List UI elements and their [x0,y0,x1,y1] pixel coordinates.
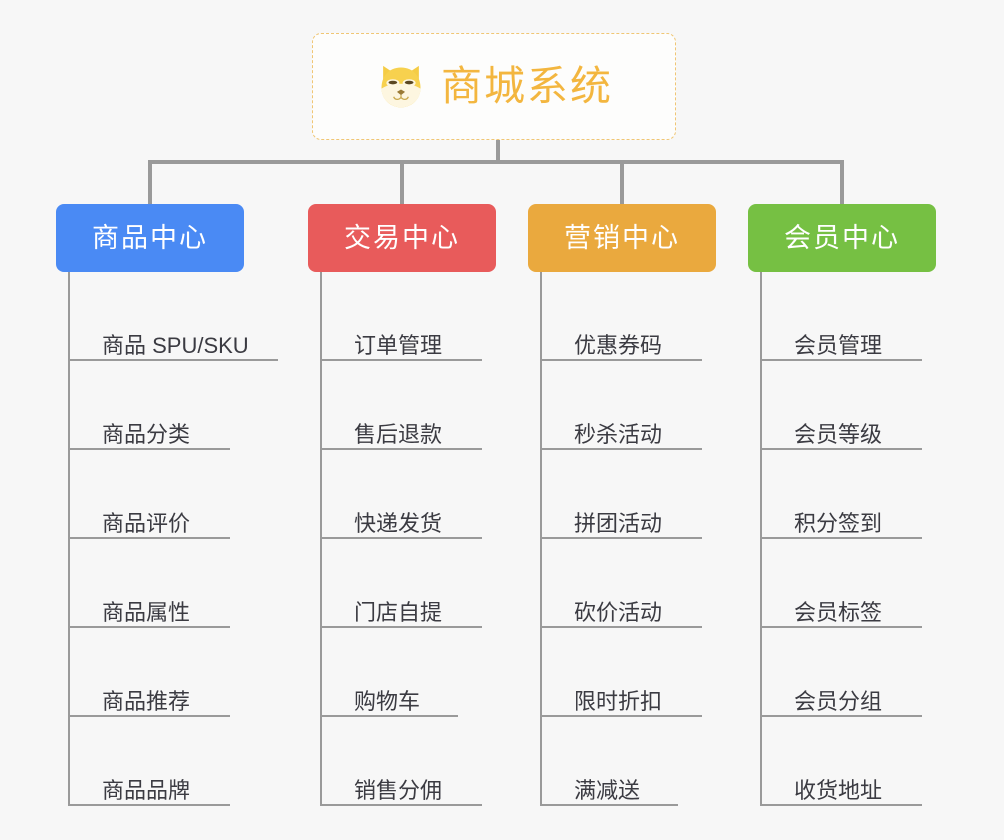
leaf-label: 收货地址 [794,778,883,803]
leaf-underline [322,626,482,628]
leaf-label: 满减送 [574,778,641,803]
leaf-label: 商品属性 [102,600,191,625]
leaf-label: 销售分佣 [354,778,443,803]
leaf-item[interactable]: 满减送 [542,717,716,806]
leaf-list-2: 优惠券码秒杀活动拼团活动砍价活动限时折扣满减送 [540,272,716,806]
leaf-item[interactable]: 收货地址 [762,717,936,806]
leaf-label: 商品品牌 [102,778,191,803]
leaf-item[interactable]: 售后退款 [322,361,496,450]
leaf-underline [542,626,702,628]
leaf-item[interactable]: 商品评价 [70,450,244,539]
leaf-underline [542,448,702,450]
connector-root-stem [496,140,500,162]
leaf-underline [762,715,922,717]
leaf-label: 商品 SPU/SKU [102,333,249,358]
category-box-0[interactable]: 商品中心 [56,204,244,272]
leaf-list-1: 订单管理售后退款快递发货门店自提购物车销售分佣 [320,272,496,806]
connector-drop-2 [400,160,404,206]
category-label-0: 商品中心 [92,222,208,253]
leaf-label: 商品推荐 [102,689,191,714]
leaf-underline [322,715,458,717]
leaf-underline [322,448,482,450]
leaf-underline [70,537,230,539]
category-box-2[interactable]: 营销中心 [528,204,716,272]
leaf-label: 购物车 [354,689,421,714]
leaf-label: 会员标签 [794,600,883,625]
leaf-item[interactable]: 订单管理 [322,272,496,361]
leaf-label: 砍价活动 [574,600,663,625]
root-title: 商城系统 [441,63,613,109]
leaf-underline [542,804,678,806]
leaf-item[interactable]: 销售分佣 [322,717,496,806]
category-box-3[interactable]: 会员中心 [748,204,936,272]
leaf-label: 优惠券码 [574,333,663,358]
leaf-underline [762,804,922,806]
branch-column-0: 商品中心 商品 SPU/SKU 商品分类商品评价商品属性商品推荐商品品牌 [56,204,278,806]
leaf-underline [70,448,230,450]
leaf-underline [70,715,230,717]
leaf-item[interactable]: 商品分类 [70,361,244,450]
leaf-label: 门店自提 [354,600,443,625]
leaf-underline [542,537,702,539]
leaf-item[interactable]: 会员标签 [762,539,936,628]
leaf-underline [322,537,482,539]
leaf-label: 售后退款 [354,422,443,447]
leaf-list-0: 商品 SPU/SKU 商品分类商品评价商品属性商品推荐商品品牌 [68,272,278,806]
leaf-label: 快递发货 [354,511,443,536]
connector-bus [148,160,844,164]
leaf-label: 订单管理 [354,333,443,358]
leaf-item[interactable]: 会员等级 [762,361,936,450]
leaf-label: 商品分类 [102,422,191,447]
leaf-item[interactable]: 积分签到 [762,450,936,539]
leaf-underline [70,359,278,361]
shiba-dog-icon [381,65,421,107]
leaf-item[interactable]: 优惠券码 [542,272,716,361]
leaf-underline [762,359,922,361]
leaf-item[interactable]: 商品推荐 [70,628,244,717]
branch-column-1: 交易中心 订单管理售后退款快递发货门店自提购物车销售分佣 [308,204,496,806]
leaf-item[interactable]: 秒杀活动 [542,361,716,450]
leaf-item[interactable]: 限时折扣 [542,628,716,717]
leaf-underline [762,626,922,628]
leaf-item[interactable]: 门店自提 [322,539,496,628]
leaf-item[interactable]: 商品属性 [70,539,244,628]
leaf-label: 会员分组 [794,689,883,714]
leaf-underline [762,448,922,450]
category-label-2: 营销中心 [564,222,680,253]
connector-drop-3 [620,160,624,206]
connector-drop-1 [148,160,152,206]
leaf-item[interactable]: 快递发货 [322,450,496,539]
leaf-underline [542,359,702,361]
leaf-label: 商品评价 [102,511,191,536]
leaf-item[interactable]: 砍价活动 [542,539,716,628]
leaf-underline [322,804,482,806]
category-label-3: 会员中心 [784,222,900,253]
leaf-label: 拼团活动 [574,511,663,536]
leaf-item[interactable]: 商品 SPU/SKU [70,272,278,361]
branch-column-3: 会员中心 会员管理会员等级积分签到会员标签会员分组收货地址 [748,204,936,806]
leaf-underline [762,537,922,539]
branch-column-2: 营销中心 优惠券码秒杀活动拼团活动砍价活动限时折扣满减送 [528,204,716,806]
leaf-item[interactable]: 会员分组 [762,628,936,717]
leaf-label: 限时折扣 [574,689,663,714]
leaf-item[interactable]: 会员管理 [762,272,936,361]
leaf-underline [322,359,482,361]
leaf-item[interactable]: 购物车 [322,628,496,717]
leaf-label: 积分签到 [794,511,883,536]
leaf-item[interactable]: 商品品牌 [70,717,244,806]
leaf-item[interactable]: 拼团活动 [542,450,716,539]
leaf-label: 会员等级 [794,422,883,447]
connector-drop-4 [840,160,844,206]
leaf-label: 秒杀活动 [574,422,663,447]
leaf-label: 会员管理 [794,333,883,358]
root-node[interactable]: 商城系统 [312,33,676,140]
leaf-underline [70,804,230,806]
leaf-list-3: 会员管理会员等级积分签到会员标签会员分组收货地址 [760,272,936,806]
category-label-1: 交易中心 [344,222,460,253]
category-box-1[interactable]: 交易中心 [308,204,496,272]
leaf-underline [542,715,702,717]
leaf-underline [70,626,230,628]
